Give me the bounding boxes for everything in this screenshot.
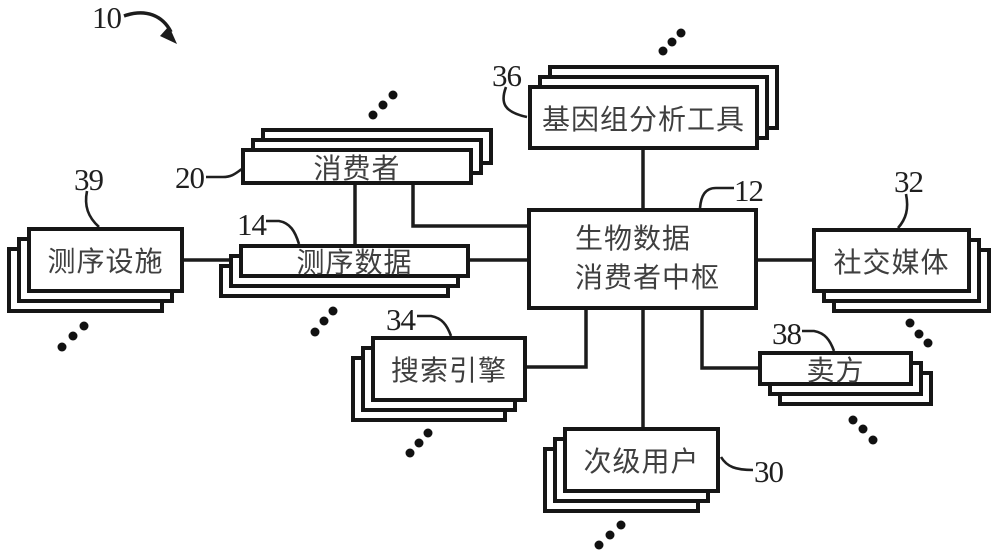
diagonal-ellipsis-icon <box>658 28 686 56</box>
leader-36 <box>502 86 528 119</box>
diagonal-ellipsis-icon <box>905 318 933 348</box>
node-secondary-users-label: 次级用户 <box>583 447 700 478</box>
node-search-engine-box: 搜索引擎 <box>371 336 527 402</box>
node-sequencing-facility: 测序设施 <box>7 227 184 313</box>
node-sequencing-data-box: 测序数据 <box>239 244 470 279</box>
ref-number-hub: 12 <box>734 173 764 208</box>
leader-38 <box>802 329 836 352</box>
leader-30 <box>719 456 754 472</box>
node-sellers-label: 卖方 <box>806 355 865 387</box>
leader-20 <box>206 167 243 179</box>
node-social-media-box: 社交媒体 <box>812 228 971 293</box>
curved-arrow-icon <box>123 11 177 44</box>
node-sequencing-facility-box: 测序设施 <box>27 227 184 293</box>
hub-title-line2: 消费者中枢 <box>575 263 721 294</box>
node-sellers-box: 卖方 <box>758 351 913 387</box>
node-social-media-label: 社交媒体 <box>833 247 950 279</box>
diagonal-ellipsis-icon <box>368 90 398 120</box>
node-hub-box: 生物数据 消费者中枢 <box>527 208 758 310</box>
node-secondary-users: 次级用户 <box>543 427 720 513</box>
node-genome-tools: 基因组分析工具 <box>528 65 779 150</box>
leader-34 <box>417 314 453 337</box>
node-sequencing-data: 测序数据 <box>219 244 470 298</box>
ref-number-social-media: 32 <box>894 164 924 199</box>
leader-39 <box>84 190 100 228</box>
node-search-engine: 搜索引擎 <box>351 336 527 422</box>
node-consumers-box: 消费者 <box>241 148 473 185</box>
figure-ref-number: 10 <box>92 0 122 35</box>
ref-number-secondary-users: 30 <box>754 454 784 489</box>
edge-hub-sellers <box>700 310 758 370</box>
ellipsis-icons <box>57 28 933 550</box>
diagonal-ellipsis-icon <box>57 321 89 352</box>
node-genome-tools-box: 基因组分析工具 <box>528 85 759 150</box>
diagonal-ellipsis-icon <box>848 415 878 445</box>
ref-number-sequencing-facility: 39 <box>74 162 104 197</box>
node-social-media: 社交媒体 <box>812 228 991 313</box>
node-sellers: 卖方 <box>758 351 933 406</box>
node-consumers-label: 消费者 <box>313 153 401 185</box>
edge-consumers-hub <box>411 185 527 228</box>
diagonal-ellipsis-icon <box>594 520 626 550</box>
node-consumers: 消费者 <box>241 128 493 185</box>
connector-lines <box>184 150 812 427</box>
diagonal-ellipsis-icon <box>310 306 338 337</box>
ref-number-search-engine: 34 <box>386 302 416 337</box>
ref-number-sellers: 38 <box>772 316 802 351</box>
ref-number-sequencing-data: 14 <box>237 207 267 242</box>
node-search-engine-label: 搜索引擎 <box>390 356 507 387</box>
edge-hub-search <box>527 310 588 369</box>
leader-12 <box>698 186 734 209</box>
ref-number-genome-tools: 36 <box>492 58 522 93</box>
leader-lines <box>84 86 909 472</box>
diagonal-ellipsis-icon <box>405 428 433 458</box>
ref-number-consumers: 20 <box>175 160 205 195</box>
node-sequencing-facility-label: 测序设施 <box>47 247 164 278</box>
node-sequencing-data-label: 测序数据 <box>296 248 413 279</box>
hub-title-line1: 生物数据 <box>575 224 692 255</box>
leader-14 <box>266 219 301 245</box>
node-genome-tools-label: 基因组分析工具 <box>541 104 745 136</box>
node-secondary-users-box: 次级用户 <box>563 427 720 493</box>
leader-32 <box>897 193 909 229</box>
